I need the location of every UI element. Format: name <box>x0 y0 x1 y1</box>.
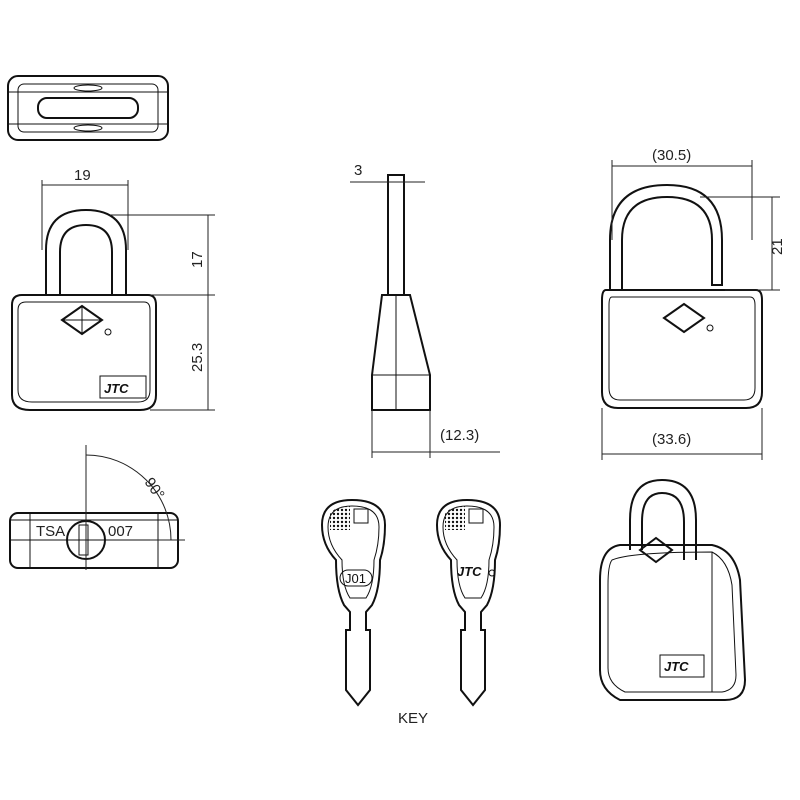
dim-front-width: 19 <box>74 167 91 184</box>
dim-body-width: (33.6) <box>652 431 691 448</box>
isometric-view: JTC <box>599 478 747 701</box>
open-front-view: (30.5) 21 (33.6) <box>601 147 786 460</box>
iso-logo-text: JTC <box>664 659 689 674</box>
dim-body-height: 25.3 <box>189 343 206 372</box>
bottom-label-tsa: TSA <box>36 523 65 540</box>
bottom-view: TSA 007 90° <box>9 445 185 570</box>
front-view: JTC 19 17 25.3 <box>11 167 215 411</box>
tsa-diamond-icon <box>662 302 706 334</box>
key-back: JTC <box>435 498 502 707</box>
dim-open-width: (30.5) <box>652 147 691 164</box>
key-front: J01 <box>320 498 387 707</box>
tsa-diamond-icon <box>638 536 674 564</box>
dim-side-depth: (12.3) <box>440 427 479 444</box>
dim-shackle-height: 17 <box>189 251 206 268</box>
dim-open-shackle-height: 21 <box>769 238 786 255</box>
top-view <box>7 75 169 141</box>
key-code-label: J01 <box>345 571 366 586</box>
key-caption: KEY <box>398 710 428 727</box>
side-view: 3 (12.3) <box>350 162 500 458</box>
logo-text: JTC <box>104 381 129 396</box>
bottom-label-code: 007 <box>108 523 133 540</box>
dim-shackle-thickness: 3 <box>354 162 362 179</box>
key-logo-text: JTC <box>457 564 482 579</box>
